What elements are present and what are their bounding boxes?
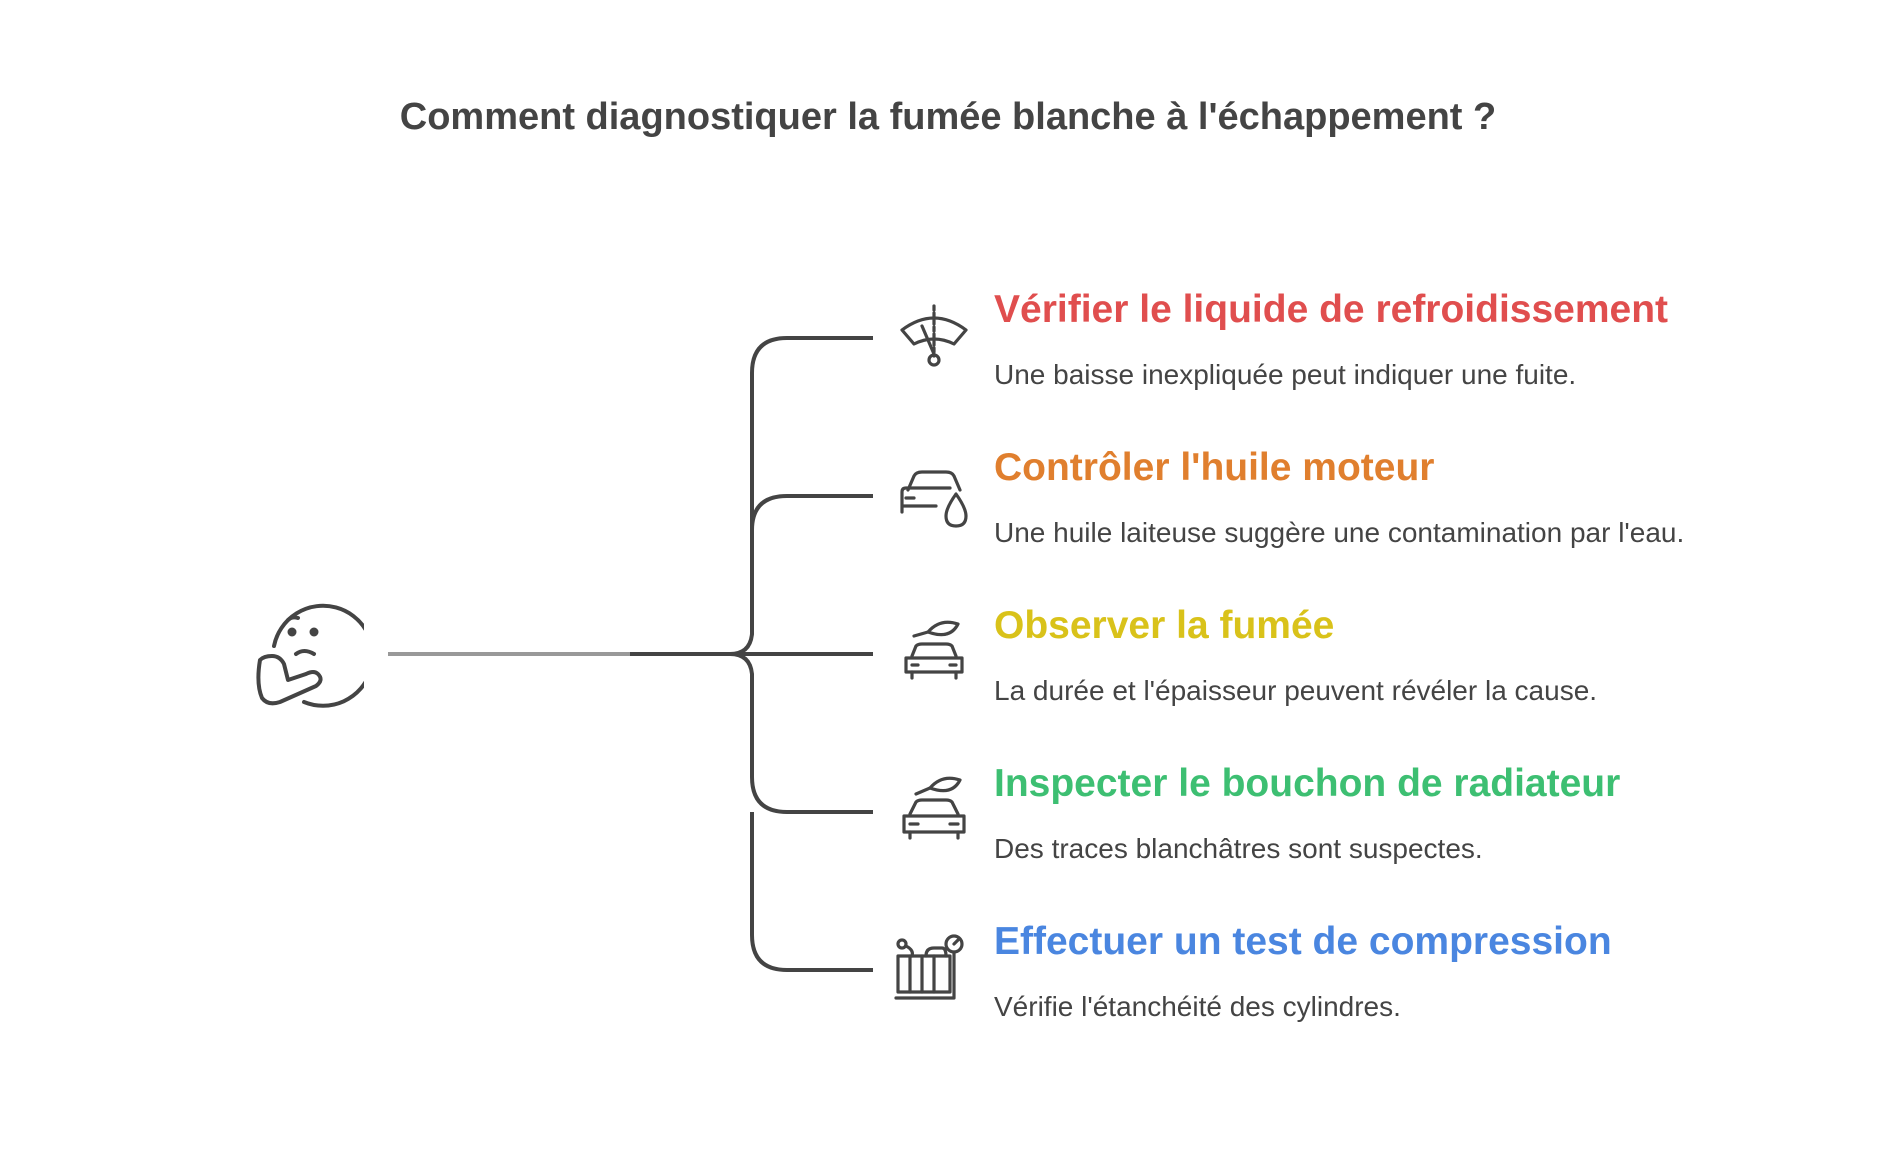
branch-line-1 bbox=[729, 336, 873, 656]
car-leaf-icon bbox=[904, 620, 964, 680]
item-title-radiator: Inspecter le bouchon de radiateur bbox=[994, 762, 1621, 805]
car-oil-drop-icon bbox=[900, 470, 968, 528]
car-leaf-large-icon bbox=[902, 776, 966, 840]
branch-line-4 bbox=[729, 652, 873, 814]
item-desc-oil: Une huile laiteuse suggère une contamina… bbox=[994, 517, 1685, 548]
item-title-oil: Contrôler l'huile moteur bbox=[994, 446, 1435, 489]
item-desc-radiator: Des traces blanchâtres sont suspectes. bbox=[994, 833, 1483, 864]
item-title-smoke: Observer la fumée bbox=[994, 604, 1335, 647]
item-desc-coolant: Une baisse inexpliquée peut indiquer une… bbox=[994, 359, 1577, 390]
item-title-compression: Effectuer un test de compression bbox=[994, 920, 1612, 963]
branch-line-2 bbox=[750, 494, 873, 531]
engine-gauge-icon bbox=[894, 934, 964, 1000]
item-desc-compression: Vérifie l'étanchéité des cylindres. bbox=[994, 991, 1401, 1022]
item-title-coolant: Vérifier le liquide de refroidissement bbox=[994, 288, 1669, 331]
thinking-face-icon bbox=[256, 603, 364, 708]
branch-line-5 bbox=[750, 812, 873, 972]
page-title: Comment diagnostiquer la fumée blanche à… bbox=[399, 96, 1497, 138]
item-desc-smoke: La durée et l'épaisseur peuvent révéler … bbox=[994, 675, 1598, 706]
windshield-wiper-icon bbox=[900, 304, 968, 367]
